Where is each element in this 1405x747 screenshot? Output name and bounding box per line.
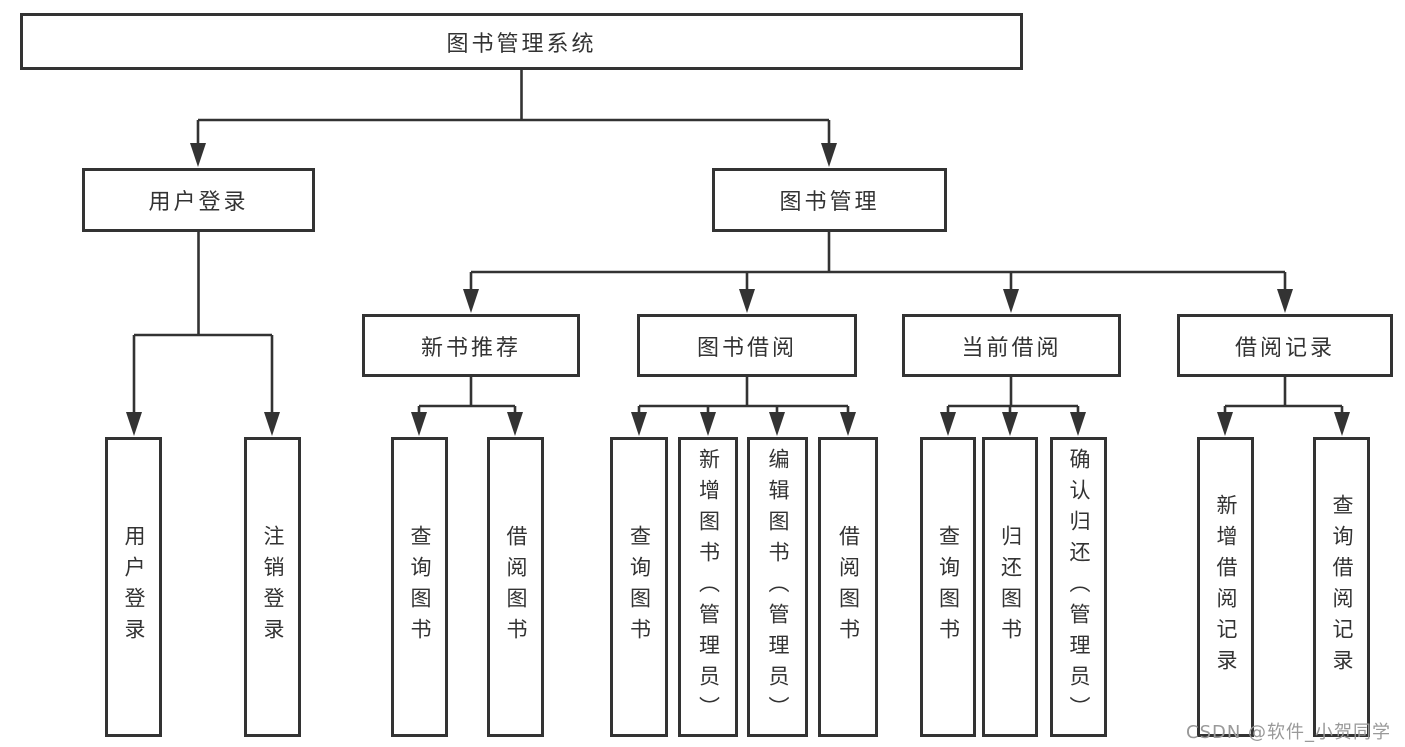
leaf-query-books-current: 查询图书	[920, 437, 976, 737]
node-current-borrow: 当前借阅	[902, 314, 1121, 377]
wire-current-children	[940, 377, 1086, 436]
leaf-label: 注销登录	[261, 525, 285, 649]
wire-borrow-children	[631, 377, 856, 436]
leaf-label: 确认归还（管理员）	[1067, 447, 1091, 727]
leaf-logout-login: 注销登录	[244, 437, 301, 737]
leaf-label: 借阅图书	[504, 525, 528, 649]
csdn-watermark: CSDN @软件_小贺同学	[1186, 722, 1392, 743]
wire-book-mgmt-to-modules	[463, 232, 1293, 313]
leaf-label: 查询借阅记录	[1330, 494, 1354, 680]
leaf-borrow-books: 借阅图书	[818, 437, 878, 737]
leaf-label: 编辑图书（管理员）	[766, 447, 790, 727]
leaf-query-books-recommend: 查询图书	[391, 437, 448, 737]
leaf-label: 新增借阅记录	[1214, 494, 1238, 680]
leaf-label: 新增图书（管理员）	[696, 447, 721, 727]
leaf-borrow-books-recommend: 借阅图书	[487, 437, 544, 737]
node-label: 图书借阅	[696, 335, 797, 361]
leaf-label: 查询图书	[627, 525, 652, 649]
wire-records-children	[1217, 377, 1350, 436]
wire-root-to-level2	[190, 70, 837, 167]
node-label: 借阅记录	[1234, 335, 1335, 361]
node-borrow-records: 借阅记录	[1177, 314, 1393, 377]
leaf-label: 借阅图书	[836, 525, 861, 649]
leaf-confirm-return-admin: 确认归还（管理员）	[1050, 437, 1107, 737]
wire-user-login-children	[126, 232, 280, 436]
leaf-add-book-admin: 新增图书（管理员）	[678, 437, 738, 737]
leaf-label: 归还图书	[998, 525, 1023, 649]
wire-recommend-children	[411, 377, 523, 436]
leaf-query-borrow-record: 查询借阅记录	[1313, 437, 1370, 737]
node-label: 图书管理	[779, 190, 880, 215]
node-book-borrow: 图书借阅	[637, 314, 857, 377]
node-book-management: 图书管理	[712, 168, 947, 232]
leaf-label: 查询图书	[936, 525, 961, 649]
node-label: 图书管理系统	[446, 31, 597, 57]
node-user-login: 用户登录	[82, 168, 315, 232]
node-label: 新书推荐	[420, 335, 521, 361]
leaf-user-login: 用户登录	[105, 437, 162, 737]
node-library-management-system: 图书管理系统	[20, 13, 1023, 70]
node-label: 用户登录	[148, 190, 249, 215]
node-label: 当前借阅	[961, 335, 1062, 361]
leaf-label: 用户登录	[122, 525, 146, 649]
leaf-return-books: 归还图书	[982, 437, 1038, 737]
leaf-edit-book-admin: 编辑图书（管理员）	[747, 437, 808, 737]
node-new-book-recommend: 新书推荐	[362, 314, 580, 377]
leaf-label: 查询图书	[408, 525, 432, 649]
leaf-query-books-borrow: 查询图书	[610, 437, 668, 737]
leaf-add-borrow-record: 新增借阅记录	[1197, 437, 1254, 737]
